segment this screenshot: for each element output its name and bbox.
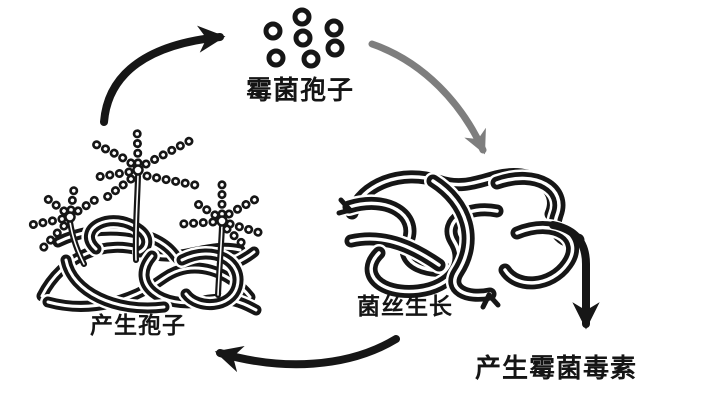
spore	[263, 21, 283, 41]
conidiophore-head	[26, 177, 106, 253]
spores-label: 霉菌孢子	[245, 75, 354, 105]
spore-cluster-icon	[263, 7, 345, 69]
spore	[324, 18, 344, 38]
arrow-growth-to-toxins	[549, 221, 600, 330]
sporulation-label: 产生孢子	[90, 312, 186, 338]
arrow-spores-to-growth	[368, 40, 487, 155]
spore	[301, 49, 321, 69]
hyphae-tangle-icon	[336, 165, 587, 310]
arrow-growth-to-sporulation	[214, 335, 400, 373]
spore	[292, 7, 312, 27]
spore	[266, 48, 286, 68]
spore	[325, 38, 345, 58]
conidiophore-head	[90, 122, 202, 202]
growth-label: 菌丝生长	[357, 293, 453, 319]
spore	[293, 28, 313, 48]
conidiophore-head	[176, 175, 269, 253]
sporulating-mycelium-icon	[26, 122, 269, 318]
toxins-label: 产生霉菌毒素	[474, 353, 637, 383]
arrow-sporulation-to-spores	[100, 25, 226, 126]
